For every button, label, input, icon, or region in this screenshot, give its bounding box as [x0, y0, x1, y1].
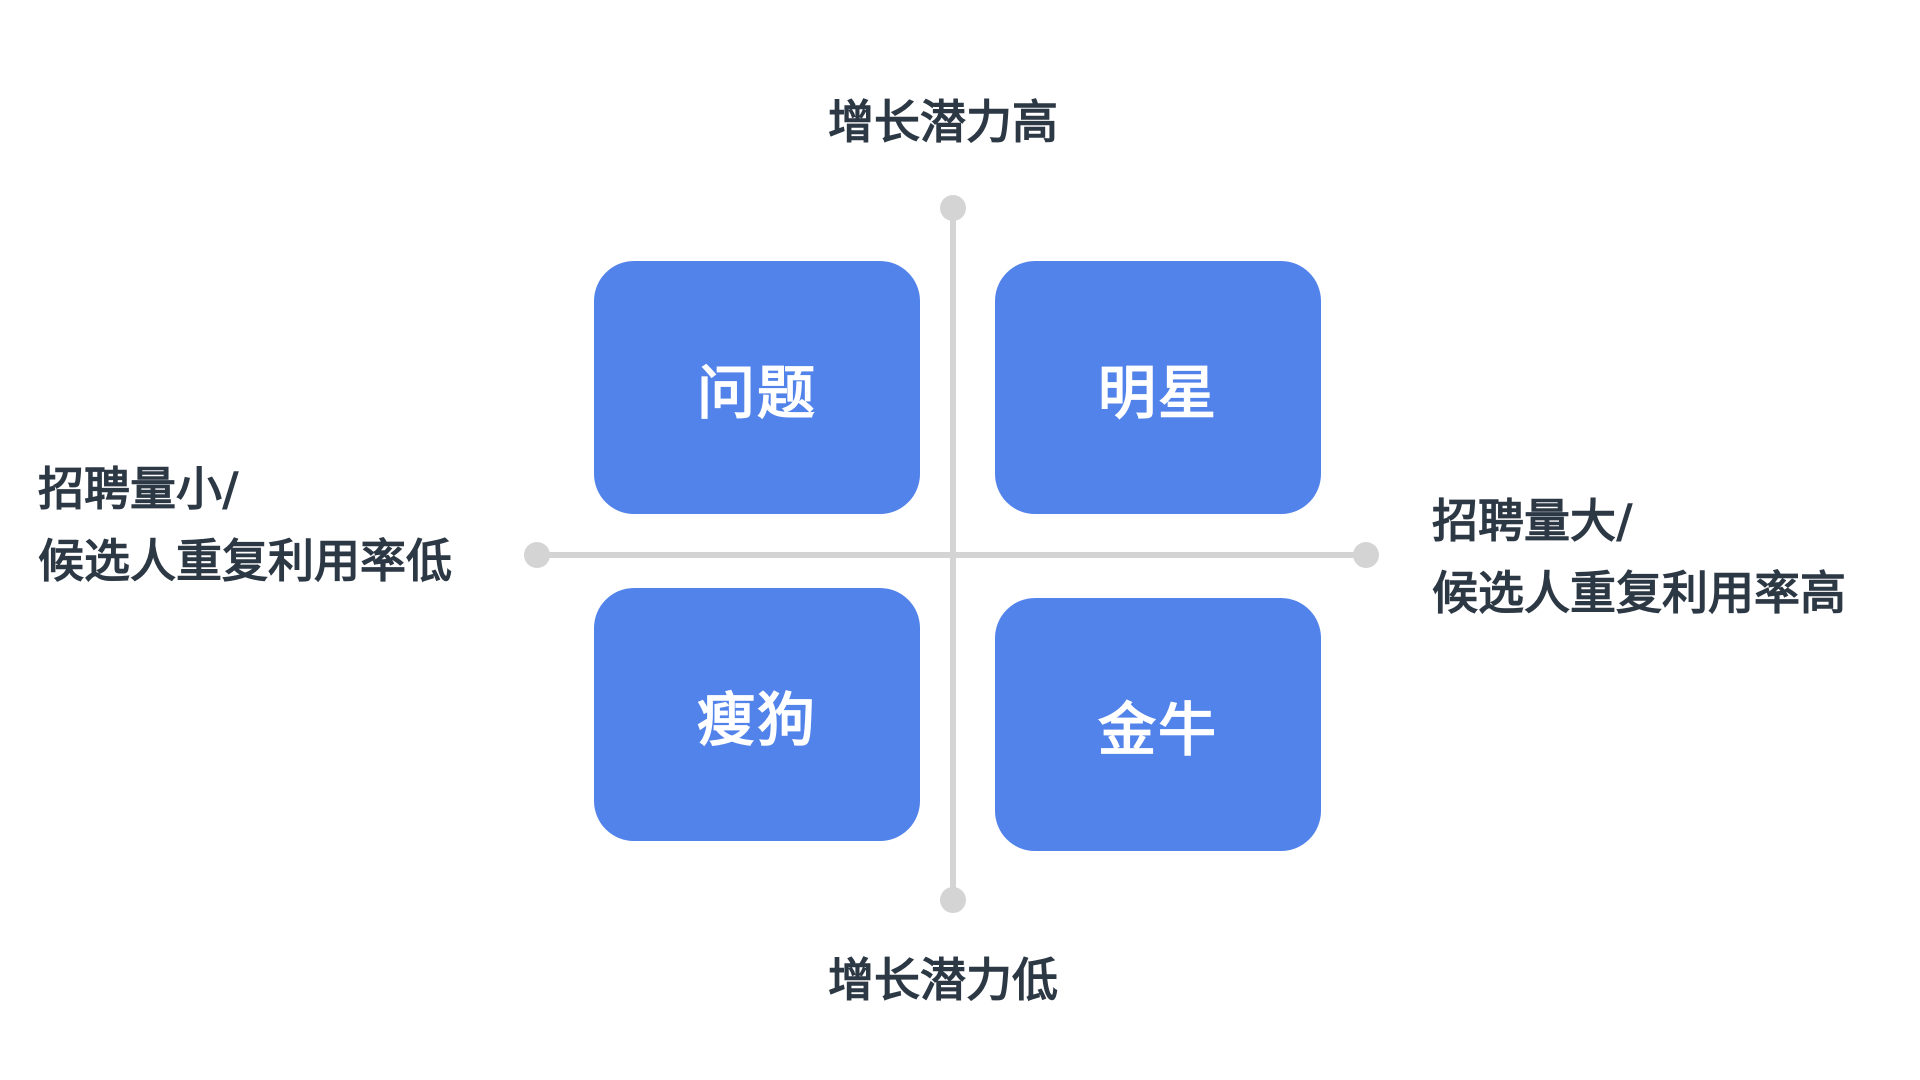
quadrant-label: 金牛: [1097, 695, 1218, 764]
quadrant-label: 瘦狗: [696, 685, 817, 754]
axis-label-bottom: 增长潜力低: [828, 953, 1058, 1007]
axis-label-right-line2: 候选人重复利用率高: [1432, 566, 1846, 620]
quadrant-label: 问题: [696, 358, 817, 427]
quadrant-stars: 明星: [995, 261, 1321, 514]
horizontal-axis: [537, 552, 1366, 558]
axis-label-right-line1: 招聘量大/: [1432, 494, 1633, 548]
axis-left-endpoint: [524, 542, 550, 568]
quadrant-question-marks: 问题: [594, 261, 920, 514]
axis-right-endpoint: [1353, 542, 1379, 568]
quadrant-cash-cows: 金牛: [995, 598, 1321, 851]
axis-label-left-line2: 候选人重复利用率低: [38, 534, 452, 588]
quadrant-label: 明星: [1097, 358, 1218, 427]
axis-bottom-endpoint: [940, 887, 966, 913]
axis-label-right: 招聘量大/ 候选人重复利用率高: [1432, 485, 1846, 629]
axis-label-left: 招聘量小/ 候选人重复利用率低: [38, 453, 452, 597]
axis-label-top: 增长潜力高: [828, 95, 1058, 149]
axis-label-left-line1: 招聘量小/: [38, 462, 239, 516]
quadrant-dogs: 瘦狗: [594, 588, 920, 841]
axis-top-endpoint: [940, 195, 966, 221]
